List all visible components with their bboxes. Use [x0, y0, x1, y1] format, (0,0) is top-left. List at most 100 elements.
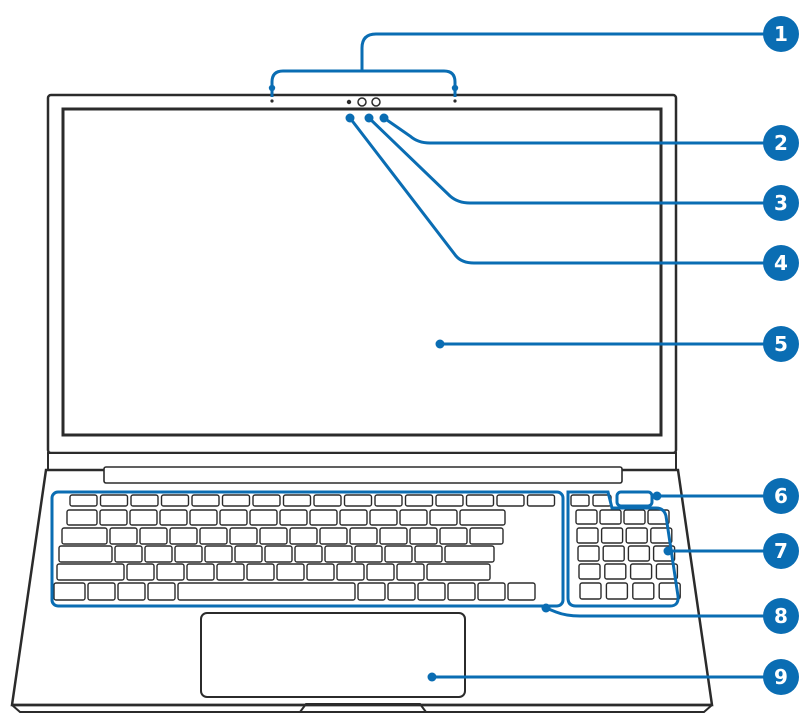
keyboard-key	[174, 545, 203, 563]
keyboard-key	[604, 563, 627, 580]
keyboard-key	[465, 494, 495, 507]
keyboard-key	[426, 563, 491, 581]
keyboard-key	[354, 545, 383, 563]
keyboard-key	[379, 527, 408, 545]
callout-2: 2	[763, 125, 799, 161]
leader-lines	[348, 32, 769, 679]
callout-number: 6	[774, 484, 788, 508]
keyboard-key	[650, 527, 673, 544]
callout-3: 3	[763, 185, 799, 221]
keyboard-key	[439, 527, 468, 545]
keyboard-key	[234, 545, 263, 563]
keyboard-key	[396, 563, 425, 581]
keyboard-key	[576, 527, 599, 544]
keyboard-key	[414, 545, 443, 563]
callout-number: 1	[774, 22, 788, 46]
leader-4	[348, 116, 769, 265]
keyboard-key	[246, 563, 275, 581]
keyboard-key	[374, 494, 403, 507]
leader-dot-4	[345, 113, 355, 123]
keyboard-key	[444, 545, 495, 563]
callout-4: 4	[763, 245, 799, 281]
keyboard-key	[577, 545, 600, 562]
keyboard-key	[632, 582, 655, 600]
keyboard-key	[526, 494, 556, 507]
callout-9: 9	[763, 659, 799, 695]
power-button-highlight	[615, 490, 654, 508]
keyboard-key	[139, 527, 168, 545]
keyboard-key	[114, 545, 143, 563]
keyboard-key	[336, 563, 365, 581]
keyboard-key	[409, 527, 438, 545]
keyboard-key	[189, 509, 218, 526]
keyboard-key	[109, 527, 138, 545]
keyboard-key	[66, 509, 98, 526]
keyboard-key	[319, 527, 348, 545]
keyboard-key	[144, 545, 173, 563]
leader-dot-9	[427, 672, 437, 682]
keyboard-key	[384, 545, 413, 563]
keyboard-key	[229, 527, 258, 545]
keyboard-key	[357, 582, 386, 601]
screen-lid	[46, 93, 678, 455]
leader-dot-3	[364, 113, 374, 123]
callout-number: 5	[774, 332, 788, 356]
keyboard-key	[575, 509, 598, 525]
leader-dot-1b	[451, 84, 459, 92]
keyboard-key	[58, 545, 113, 563]
leader-2	[382, 116, 769, 145]
callout-number: 9	[774, 665, 788, 689]
callout-badge	[763, 478, 799, 514]
leader-dots	[268, 84, 673, 682]
callout-1: 1	[763, 16, 799, 52]
keyboard-key	[252, 494, 281, 507]
callout-badge	[763, 125, 799, 161]
keyboard-key	[147, 582, 176, 601]
keyboard-key	[469, 527, 504, 545]
microphone-right-icon	[453, 99, 457, 103]
keyboard-key	[366, 563, 395, 581]
keyboard-key	[655, 563, 679, 580]
display-panel	[61, 107, 663, 437]
keyboard-key	[117, 582, 146, 601]
keyboard-key	[129, 509, 158, 526]
keyboard-key	[191, 494, 220, 507]
keyboard-key	[578, 563, 601, 580]
camera-lens-secondary-icon	[371, 97, 381, 107]
callout-number: 2	[774, 131, 788, 155]
keyboard-key	[177, 582, 356, 601]
microphone-left-icon	[270, 99, 274, 103]
keyboard-key	[605, 582, 629, 600]
keyboard-key	[160, 494, 190, 507]
leader-dot-2	[379, 113, 389, 123]
keyboard-key	[87, 582, 116, 601]
keyboard-highlight	[50, 490, 565, 608]
keyboard-key	[343, 494, 373, 507]
keypad-highlight	[566, 490, 680, 608]
keyboard-key	[629, 563, 653, 580]
keyboard-key	[623, 509, 646, 525]
callout-badge	[763, 598, 799, 634]
callout-badge	[763, 16, 799, 52]
keyboard-key	[429, 509, 458, 526]
keyboard-key	[496, 494, 525, 507]
keyboard-key	[599, 509, 622, 525]
keyboard-key	[279, 509, 308, 526]
keyboard-key	[477, 582, 506, 601]
keyboard-key	[404, 494, 434, 507]
leader-dot-1	[268, 84, 276, 92]
keyboard-key	[99, 509, 128, 526]
keyboard-key	[658, 582, 681, 600]
keyboard-key	[289, 527, 318, 545]
keyboard-key	[221, 494, 251, 507]
keyboard-key	[56, 563, 125, 581]
keyboard-key	[602, 545, 625, 562]
leader-8	[544, 606, 769, 618]
callout-badge	[763, 326, 799, 362]
keyboard-key	[459, 509, 506, 526]
callout-8: 8	[763, 598, 799, 634]
keyboard-key	[294, 545, 323, 563]
callout-5: 5	[763, 326, 799, 362]
keyboard-key	[306, 563, 335, 581]
keyboard-key	[579, 582, 602, 600]
